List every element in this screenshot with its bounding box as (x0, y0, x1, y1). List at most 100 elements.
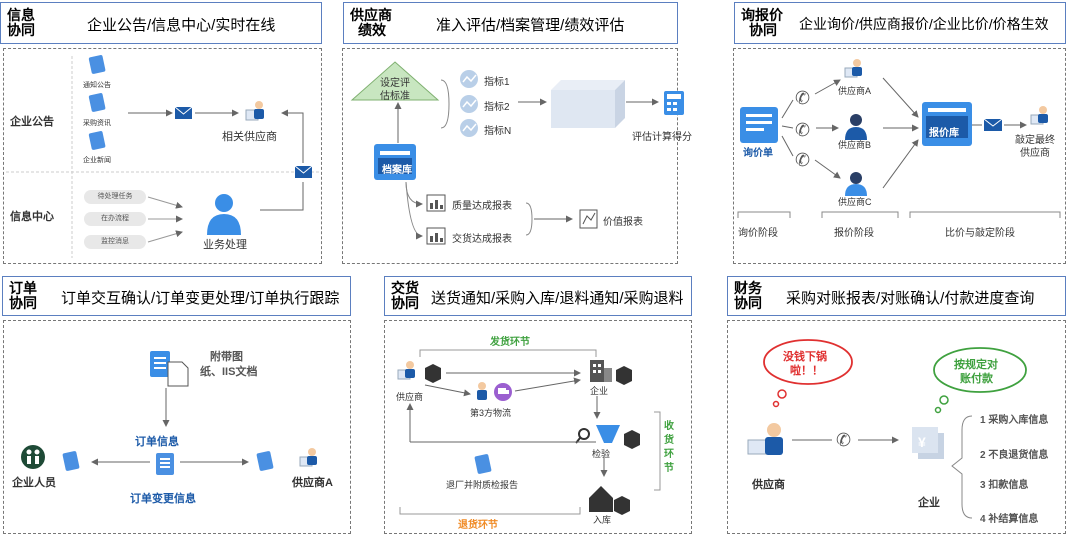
supplier-a-icon (844, 59, 862, 78)
finance-supplier-label: 供应商 (752, 479, 785, 491)
yen-icon: ¥ (912, 427, 944, 459)
info-tag-1: 信息 (7, 7, 35, 23)
order-panel (3, 320, 351, 534)
supplier-a-order-label: 供应商A (292, 477, 333, 489)
red-bubble-text-2: 啦！！ (790, 365, 823, 377)
svg-text:✆: ✆ (836, 430, 851, 450)
order-header: 订单协同 订单交互确认/订单变更处理/订单执行跟踪 (2, 276, 351, 316)
quote-panel (733, 48, 1066, 264)
indicator-n: 指标N (484, 126, 512, 137)
triangle-label-2: 估标准 (380, 91, 410, 102)
triangle-shape (350, 61, 440, 101)
svg-text:✆: ✆ (795, 88, 810, 108)
indicator-icon (460, 70, 478, 137)
quote-header: 询报价协同 企业询价/供应商报价/企业比价/价格生效 (734, 2, 1066, 44)
supplier-c-icon (845, 172, 867, 196)
receive-stage-label: 收货环节 (664, 421, 674, 474)
attach-label-1: 附带图 (210, 351, 243, 363)
business-person-icon (207, 194, 241, 235)
supplier-person-icon (245, 101, 264, 121)
quote-tag-1: 询报价 (741, 7, 783, 23)
box-icon (425, 364, 640, 515)
info-header: 信息协同 企业公告/信息中心/实时在线 (0, 2, 322, 44)
stage-quote: 报价阶段 (834, 228, 874, 239)
return-report-label: 退厂并附质检报告 (446, 480, 519, 490)
green-bubble-text-2: 账付款 (960, 373, 993, 385)
house-icon (589, 486, 613, 512)
left-label-infocenter: 信息中心 (10, 211, 54, 223)
pill-process: 在办流程 (84, 212, 146, 226)
left-label-announce: 企业公告 (10, 116, 54, 128)
delivery-panel (384, 320, 692, 534)
stage-inquiry: 询价阶段 (738, 228, 778, 239)
finance-header: 财务协同 采购对账报表/对账确认/付款进度查询 (727, 276, 1066, 316)
doc-label-news: 企业新闻 (83, 157, 111, 164)
supplier-a-icon (299, 448, 317, 467)
perf-items: 准入评估/档案管理/绩效评估 (436, 17, 625, 34)
svg-text:✆: ✆ (795, 150, 810, 170)
perf-header: 供应商绩效 准入评估/档案管理/绩效评估 (343, 2, 678, 44)
final-supplier-icon (1030, 106, 1048, 125)
value-report-label: 价值报表 (603, 217, 643, 228)
indicator-1: 指标1 (484, 77, 510, 88)
red-bubble (763, 339, 853, 408)
value-report-icon (579, 209, 598, 229)
supplier-person-icon (747, 423, 783, 455)
label-business-process: 业务处理 (203, 239, 247, 251)
finance-list-item: 3 扣款信息 (980, 480, 1029, 491)
perf-panel (342, 48, 678, 264)
doc-icon (474, 454, 492, 474)
delivery-items: 送货通知/采购入库/退料通知/采购退料 (431, 290, 684, 307)
building-icon (590, 360, 612, 382)
inquiry-icon (740, 107, 778, 143)
supplier-c-label: 供应商C (838, 197, 872, 207)
enterprise-label: 企业 (590, 386, 609, 396)
delivery-tag-1: 交货 (391, 280, 419, 296)
finance-tag-1: 财务 (734, 280, 762, 296)
ship-stage-label: 发货环节 (490, 337, 530, 348)
phone-icon: ✆ (836, 430, 851, 450)
staff-icon (21, 445, 45, 469)
indicator-2: 指标2 (484, 102, 510, 113)
delivery-tag-2: 协同 (391, 295, 419, 311)
info-tag-2: 协同 (7, 22, 35, 38)
logistics-person-icon (477, 382, 487, 400)
delivery-header: 交货协同 送货通知/采购入库/退料通知/采购退料 (384, 276, 692, 316)
finance-panel (727, 320, 1066, 534)
supplier-a-label: 供应商A (838, 86, 872, 96)
cube-box (551, 80, 625, 128)
order-change-label: 订单变更信息 (130, 493, 196, 505)
truck-icon (494, 383, 512, 401)
calculator-icon (664, 91, 684, 115)
perf-tag-2: 绩效 (358, 22, 386, 38)
order-items: 订单交互确认/订单变更处理/订单执行跟踪 (61, 290, 340, 307)
quote-library-label: 报价库 (929, 128, 959, 139)
finance-list-item: 1 采购入库信息 (980, 415, 1049, 426)
inspection-label: 检验 (592, 449, 611, 459)
label-related-supplier: 相关供应商 (222, 131, 277, 143)
order-tag-2: 协同 (9, 295, 37, 311)
supplier-b-icon (845, 114, 867, 140)
finance-items: 采购对账报表/对账确认/付款进度查询 (786, 290, 1035, 307)
staff-label: 企业人员 (12, 477, 56, 489)
attachment-doc-icon (150, 351, 189, 387)
doc-icon (88, 55, 106, 150)
perf-tag-1: 供应商 (350, 7, 392, 23)
order-tag-1: 订单 (9, 280, 37, 296)
phone-icon: ✆ ✆ ✆ (795, 88, 810, 170)
pill-monitor: 监控消息 (84, 235, 146, 249)
archive-label: 档案库 (382, 165, 412, 176)
quote-tag-2: 协同 (749, 22, 777, 38)
svg-text:✆: ✆ (795, 120, 810, 140)
info-panel (3, 48, 322, 264)
red-bubble-text-1: 没钱下锅 (783, 351, 827, 363)
doc-icon (62, 451, 274, 471)
return-stage-label: 退货环节 (458, 520, 498, 531)
calc-label: 评估计算得分 (632, 132, 692, 143)
stage-compare: 比价与敲定阶段 (945, 228, 1015, 239)
inspection-icon (575, 425, 620, 444)
green-bubble (933, 347, 1027, 414)
green-bubble-text-1: 按规定对 (954, 359, 998, 371)
supplier-label: 供应商 (396, 392, 424, 402)
